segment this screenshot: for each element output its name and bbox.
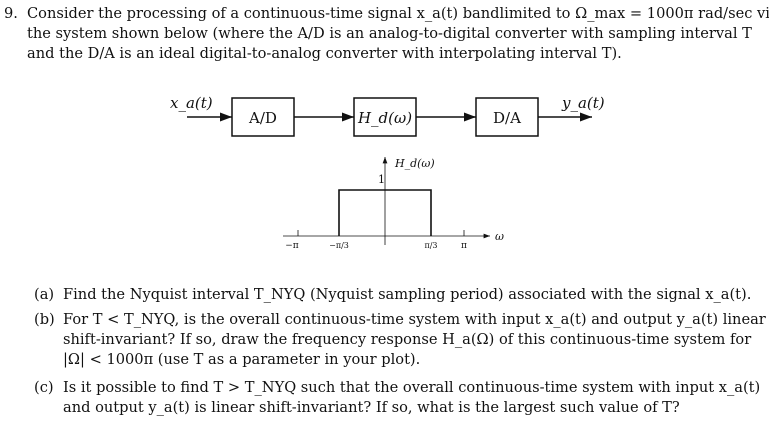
part-c-label: (c) xyxy=(34,379,54,396)
passband-rect xyxy=(338,189,432,236)
part-c-text: Is it possible to find T > T_NYQ such th… xyxy=(63,379,761,396)
output-label: y_a(t) xyxy=(561,94,605,112)
plot-xlabel: ω xyxy=(495,230,504,243)
part-b-label: (b) xyxy=(34,311,55,328)
height-label: 1 xyxy=(378,173,385,186)
part-b-text: For T < T_NYQ, is the overall continuous… xyxy=(63,311,766,328)
plot-ylabel: H_d(ω) xyxy=(394,157,435,170)
problem-number: 9. xyxy=(4,5,18,22)
da-label: D/A xyxy=(493,109,521,127)
ad-label: A/D xyxy=(248,109,277,127)
frequency-response-plot: H_d(ω) ω 1 −π −π/3 π/3 π xyxy=(283,157,504,251)
tick-label: π/3 xyxy=(424,241,437,250)
part-a-text: Find the Nyquist interval T_NYQ (Nyquist… xyxy=(63,286,752,303)
input-label: x_a(t) xyxy=(170,94,213,112)
problem-line-3: and the D/A is an ideal digital-to-analo… xyxy=(27,45,622,62)
part-a-label: (a) xyxy=(34,286,55,303)
problem-line-1: Consider the processing of a continuous-… xyxy=(27,5,769,22)
tick-label: −π xyxy=(285,241,299,251)
hd-label: H_d(ω) xyxy=(357,109,412,127)
tick-label: −π/3 xyxy=(329,241,349,250)
tick-label: π xyxy=(461,241,467,251)
part-b-text: shift-invariant? If so, draw the frequen… xyxy=(63,331,752,348)
problem-line-2: the system shown below (where the A/D is… xyxy=(27,25,752,42)
part-b-text: |Ω| < 1000π (use T as a parameter in you… xyxy=(63,351,421,368)
part-c-text: and output y_a(t) is linear shift-invari… xyxy=(63,399,680,416)
